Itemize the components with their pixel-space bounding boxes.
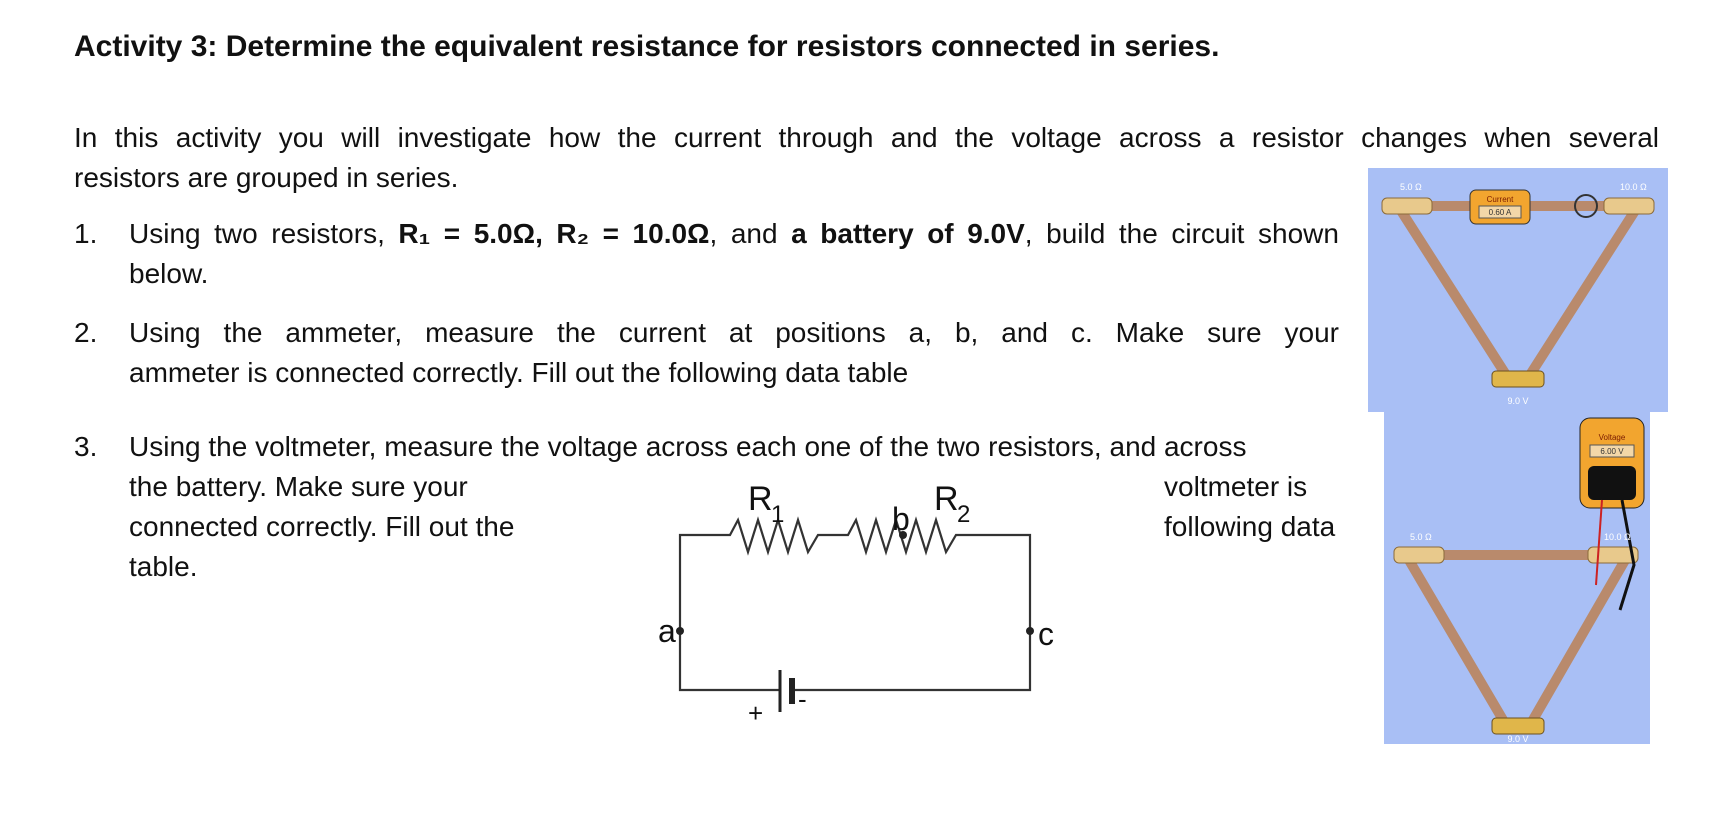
item-3-line-3-left: connected correctly. Fill out the bbox=[129, 511, 515, 542]
top-wire-left bbox=[1393, 201, 1513, 383]
battery-minus-label: - bbox=[798, 684, 807, 714]
item-1-text: Using two resistors, R₁ = 5.0Ω, R₂ = 10.… bbox=[129, 214, 1339, 294]
node-b-label: b bbox=[892, 501, 910, 537]
bottom-meter-display bbox=[1589, 444, 1635, 458]
bottom-wire-left bbox=[1401, 550, 1511, 730]
item-3-number: 3. bbox=[74, 431, 98, 462]
bottom-meter-value: 6.00 V bbox=[1600, 447, 1624, 456]
node-c-dot bbox=[1026, 627, 1034, 635]
r2-label: R bbox=[934, 480, 959, 518]
top-resistor-left bbox=[1381, 197, 1433, 215]
top-ammeter-probe bbox=[1574, 194, 1598, 218]
item-2-line-2: ammeter is connected correctly. Fill out… bbox=[129, 357, 909, 388]
top-resistor-right bbox=[1603, 197, 1655, 215]
bottom-battery-label: 9.0 V bbox=[1507, 734, 1528, 744]
item-3-line-3-right: following data bbox=[1164, 511, 1336, 542]
voltmeter-red-lead bbox=[1595, 499, 1603, 586]
item-2-number: 2. bbox=[74, 317, 98, 348]
item-1-line-1: Using two resistors, R₁ = 5.0Ω, R₂ = 10.… bbox=[129, 214, 1339, 254]
top-meter-title: Current bbox=[1487, 195, 1514, 204]
top-left-resistor-label: 5.0 Ω bbox=[1400, 182, 1422, 192]
node-b-dot bbox=[899, 531, 907, 539]
node-a-dot bbox=[676, 627, 684, 635]
item-3-line-1: Using the voltmeter, measure the voltage… bbox=[129, 431, 1247, 462]
voltmeter-simulation-panel: Voltage 6.00 V 5.0 Ω 10.0 Ω 9.0 V bbox=[1384, 410, 1650, 744]
item-3-line-4-left: table. bbox=[129, 551, 198, 582]
top-meter-display bbox=[1478, 205, 1522, 219]
top-wire-right bbox=[1523, 201, 1643, 383]
node-c-label: c bbox=[1038, 616, 1054, 652]
item-1-pre: Using two resistors, bbox=[129, 218, 399, 249]
intro-line-1: In this activity you will investigate ho… bbox=[74, 122, 1659, 153]
circuit-wire-bottom bbox=[678, 575, 1032, 692]
intro-paragraph: In this activity you will investigate ho… bbox=[74, 118, 1659, 198]
r1-label: R bbox=[748, 480, 773, 518]
voltmeter-simulation-graphic: Voltage 6.00 V 5.0 Ω 10.0 Ω 9.0 V bbox=[1393, 417, 1645, 744]
ammeter-simulation-graphic: Current 0.60 A 5.0 Ω 10.0 Ω 9.0 V bbox=[1381, 182, 1655, 406]
bottom-left-resistor-label: 5.0 Ω bbox=[1410, 532, 1432, 542]
item-1-number: 1. bbox=[74, 218, 98, 249]
item-3-line-2-right: voltmeter is bbox=[1164, 471, 1308, 502]
item-1-mid: , and bbox=[709, 218, 792, 249]
item-1-post: , build the circuit shown bbox=[1024, 218, 1339, 249]
bottom-resistor-left bbox=[1393, 546, 1445, 564]
battery-plus-label: + bbox=[748, 698, 763, 728]
ammeter-simulation-panel: Current 0.60 A 5.0 Ω 10.0 Ω 9.0 V bbox=[1368, 168, 1668, 412]
top-battery-label: 9.0 V bbox=[1507, 396, 1528, 406]
r1-subscript: 1 bbox=[771, 501, 784, 528]
top-right-resistor-label: 10.0 Ω bbox=[1620, 182, 1647, 192]
intro-line-2: resistors are grouped in series. bbox=[74, 162, 459, 193]
bottom-resistor-right bbox=[1587, 546, 1639, 564]
top-meter-value: 0.60 A bbox=[1489, 208, 1512, 217]
bottom-wire-right bbox=[1525, 550, 1633, 730]
node-a-label: a bbox=[658, 613, 676, 649]
series-circuit-diagram: R 1 R 2 b a c + - bbox=[658, 480, 1054, 728]
bottom-meter-title: Voltage bbox=[1599, 433, 1626, 442]
item-1-battery: a battery of 9.0V bbox=[791, 218, 1025, 249]
voltmeter-lower-body bbox=[1588, 466, 1636, 500]
bottom-right-resistor-label: 10.0 Ω bbox=[1604, 532, 1631, 542]
top-battery bbox=[1491, 370, 1545, 388]
voltmeter-black-lead bbox=[1618, 499, 1636, 611]
r2-subscript: 2 bbox=[957, 501, 970, 528]
item-1-line-2: below. bbox=[129, 258, 209, 289]
circuit-wire-top bbox=[678, 516, 1032, 575]
bottom-battery bbox=[1491, 717, 1545, 735]
activity-title: Activity 3: Determine the equivalent res… bbox=[74, 30, 1220, 63]
item-2-text: Using the ammeter, measure the current a… bbox=[129, 313, 1339, 393]
item-1-resistors: R₁ = 5.0Ω, R₂ = 10.0Ω bbox=[398, 218, 710, 249]
item-3-line-2-left: the battery. Make sure your bbox=[129, 471, 468, 502]
item-2-line-1: Using the ammeter, measure the current a… bbox=[129, 317, 1339, 348]
